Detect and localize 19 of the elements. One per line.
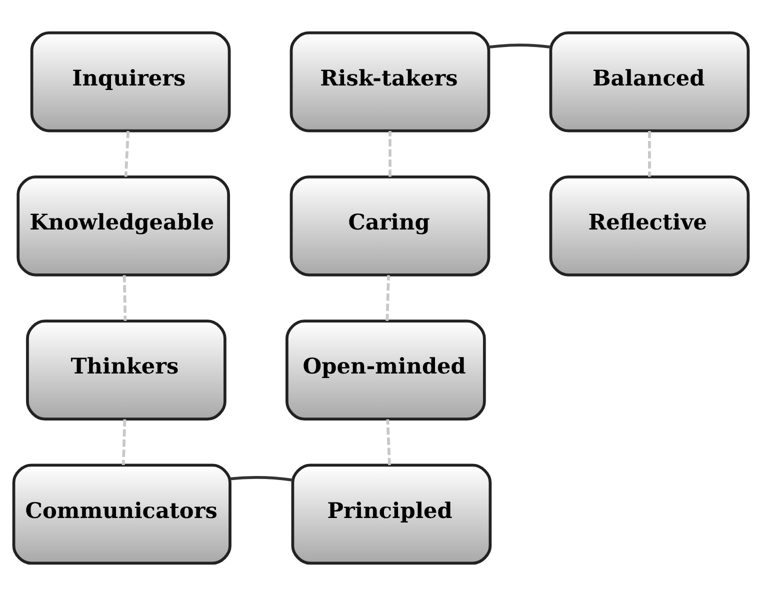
node-box: Principled [291, 464, 492, 565]
connector [388, 131, 392, 177]
node-box: Knowledgeable [16, 175, 230, 276]
node-box: Caring [290, 175, 490, 276]
connector [648, 131, 651, 177]
connector [122, 275, 127, 321]
node-box: Risk-takers [290, 31, 490, 132]
connector [488, 44, 550, 49]
node-box: Inquirers [30, 31, 231, 132]
connector [386, 419, 391, 466]
node-box: Thinkers [26, 320, 226, 421]
connector [386, 275, 390, 321]
connector [124, 130, 130, 177]
node-box: Balanced [549, 31, 750, 132]
node-box: Reflective [549, 175, 750, 276]
node-box: Communicators [12, 464, 232, 565]
connector [122, 419, 126, 466]
connector [230, 476, 293, 482]
node-box: Open-minded [286, 320, 486, 421]
